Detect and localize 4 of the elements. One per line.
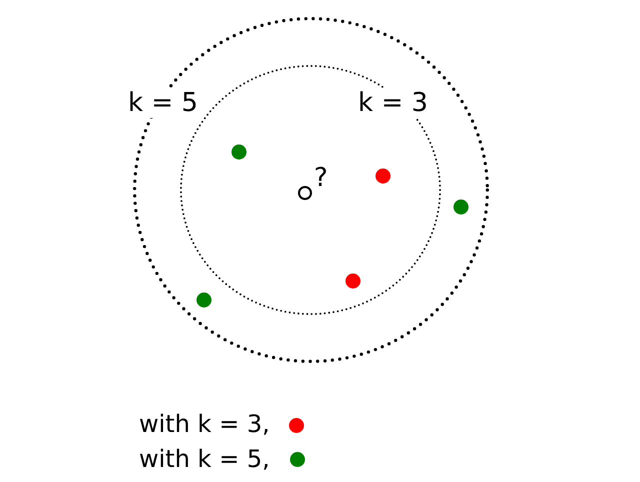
neighborhood-circle [180, 65, 441, 315]
legend-label: with k = 5, [139, 445, 270, 474]
legend-label: with k = 3, [139, 410, 270, 439]
query-label: ? [314, 163, 328, 193]
